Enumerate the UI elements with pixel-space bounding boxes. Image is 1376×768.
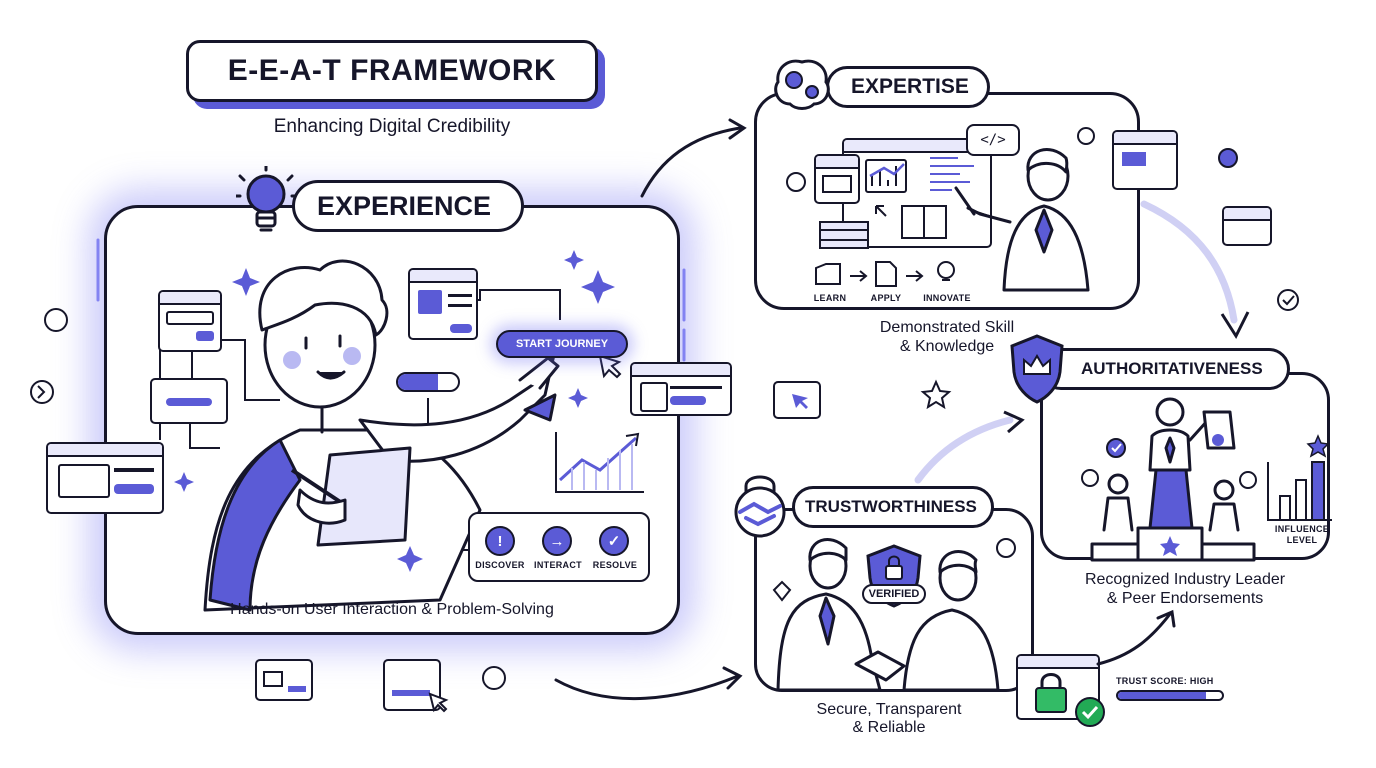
lightbulb-icon (236, 166, 296, 232)
content-window (408, 268, 478, 340)
expertise-label: EXPERTISE (826, 66, 990, 108)
expertise-caption-1: Demonstrated Skill (879, 319, 1015, 336)
chat-window (1222, 206, 1272, 246)
trust-score-bar (1116, 690, 1224, 701)
step-apply: APPLY (870, 293, 902, 303)
step-learn: LEARN (813, 293, 847, 303)
step-interact: INTERACT (534, 560, 582, 570)
authoritativeness-label: AUTHORITATIVENESS (1040, 348, 1290, 390)
progress-slider (396, 372, 460, 392)
step-innovate: INNOVATE (923, 293, 971, 303)
handshake-lock-icon (734, 475, 786, 538)
flow-window (158, 290, 222, 352)
start-journey-button[interactable]: START JOURNEY (496, 330, 628, 358)
experience-label: EXPERIENCE (292, 180, 524, 232)
authority-caption-1: Recognized Industry Leader (1084, 571, 1286, 588)
experience-caption: Hands-on User Interaction & Problem-Solv… (230, 601, 554, 618)
check-icon: ✓ (599, 526, 629, 556)
crown-shield-icon (1010, 334, 1064, 404)
alert-icon: ! (485, 526, 515, 556)
profile-window (630, 362, 732, 416)
influence-label-2: LEVEL (1286, 535, 1318, 545)
step-resolve: RESOLVE (592, 560, 638, 570)
framework-subtitle: Enhancing Digital Credibility (273, 116, 511, 137)
trust-score-fill (1118, 692, 1207, 699)
trust-caption-2: & Reliable (852, 719, 926, 736)
flow-dialog (150, 378, 228, 424)
arrow-right-icon: → (542, 526, 572, 556)
image-window (46, 442, 164, 514)
authority-caption-2: & Peer Endorsements (1106, 590, 1264, 607)
trust-score-label: TRUST SCORE: HIGH (1116, 676, 1214, 686)
code-icon: </> (966, 124, 1020, 156)
doc-window (814, 154, 860, 204)
padlock-icon (1035, 673, 1105, 727)
expertise-caption-2: & Knowledge (899, 338, 995, 355)
brain-gear-icon (774, 59, 830, 110)
trustworthiness-label: TRUSTWORTHINESS (792, 486, 994, 528)
step-discover: DISCOVER (475, 560, 525, 570)
influence-label-1: INFLUENCE (1274, 524, 1330, 534)
verified-badge: VERIFIED (862, 584, 926, 604)
analytics-window (1112, 130, 1178, 190)
trust-caption-1: Secure, Transparent (816, 701, 962, 718)
framework-title: E-E-A-T FRAMEWORK (186, 40, 598, 102)
